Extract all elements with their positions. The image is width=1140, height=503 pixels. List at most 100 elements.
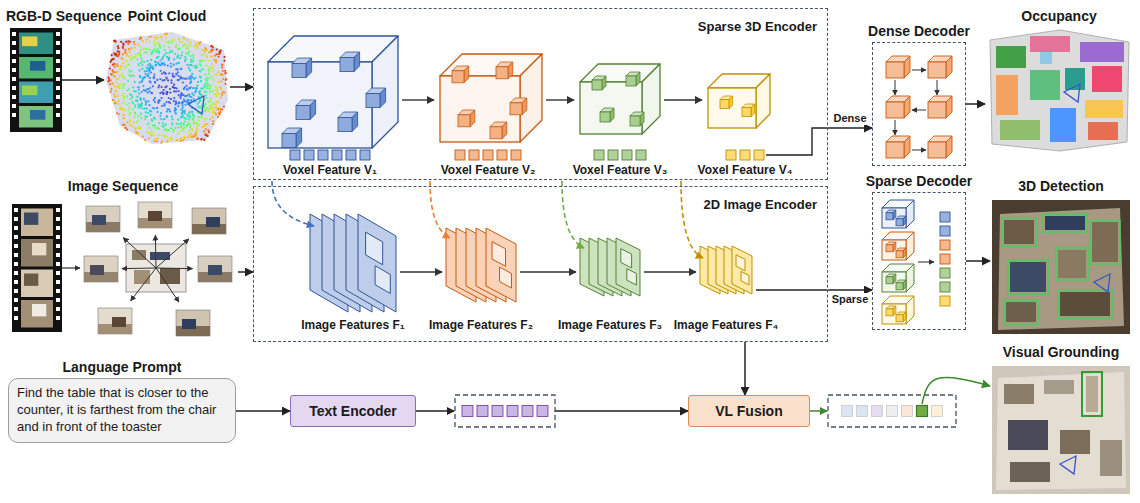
point-cloud-dot	[111, 73, 113, 75]
cube-face	[886, 213, 893, 220]
point-cloud-dot	[201, 49, 203, 51]
point-cloud-dot	[186, 125, 188, 127]
point-cloud-dot	[146, 75, 148, 77]
point-cloud-dot	[184, 43, 186, 45]
point-cloud-dot	[183, 127, 185, 129]
point-cloud-dot	[149, 49, 151, 51]
point-cloud-dot	[146, 48, 148, 50]
point-cloud-dot	[144, 76, 146, 78]
detection-object	[1004, 220, 1034, 244]
point-cloud-dot	[146, 70, 148, 72]
point-cloud-dot	[114, 96, 116, 98]
scene-furniture	[132, 250, 146, 260]
point-cloud-dot	[141, 68, 143, 70]
point-cloud-dot	[139, 97, 141, 99]
point-cloud-dot	[147, 64, 149, 66]
point-cloud-dot	[128, 64, 130, 66]
point-cloud-dot	[131, 101, 133, 103]
point-cloud-dot	[143, 98, 145, 100]
point-cloud-dot	[118, 77, 120, 79]
point-cloud-dot	[184, 104, 186, 106]
point-cloud-dot	[150, 92, 152, 94]
point-cloud-dot	[196, 47, 198, 49]
detection-object	[1010, 262, 1046, 292]
point-cloud-dot	[141, 102, 143, 104]
node-heading: RGB-D Sequence	[6, 8, 122, 25]
point-cloud-dot	[117, 65, 119, 67]
point-cloud-dot	[122, 72, 124, 74]
output-panel: Visual Grounding	[990, 364, 1132, 496]
point-cloud-dot	[133, 122, 135, 124]
point-cloud-dot	[162, 122, 164, 124]
fused-token	[872, 406, 883, 417]
point-cloud-dot	[209, 91, 211, 93]
point-cloud-dot	[136, 96, 138, 98]
point-cloud-dot	[172, 75, 174, 77]
sprocket-hole	[14, 280, 18, 284]
point-cloud-dot	[119, 87, 121, 89]
feature-region	[741, 271, 749, 285]
point-cloud-dot	[128, 56, 130, 58]
point-cloud-dot	[190, 81, 192, 83]
point-cloud-dot	[195, 90, 197, 92]
point-cloud-dot	[180, 97, 182, 99]
point-cloud-dot	[166, 110, 168, 112]
point-cloud-dot	[152, 85, 154, 87]
point-cloud-dot	[129, 94, 131, 96]
point-cloud-dot	[215, 89, 217, 91]
point-cloud-dot	[114, 66, 116, 68]
point-cloud-dot	[207, 129, 209, 131]
point-cloud-dot	[146, 108, 148, 110]
point-cloud-dot	[124, 127, 126, 129]
sprocket-hole	[56, 68, 60, 72]
point-cloud-dot	[121, 75, 123, 77]
point-cloud-dot	[161, 36, 163, 38]
point-cloud-dot	[201, 68, 203, 70]
point-cloud-dot	[170, 50, 172, 52]
cube-face	[708, 88, 756, 128]
point-cloud-dot	[203, 125, 205, 127]
film-frame-detail	[30, 61, 45, 71]
point-cloud-dot	[191, 128, 193, 130]
point-cloud-dot	[163, 45, 165, 47]
point-cloud-dot	[195, 131, 197, 133]
point-cloud-dot	[161, 105, 163, 107]
point-cloud-dot	[188, 135, 190, 137]
point-cloud-dot	[166, 77, 168, 79]
point-cloud-dot	[170, 62, 172, 64]
point-cloud-dot	[139, 70, 141, 72]
point-cloud-dot	[189, 129, 191, 131]
point-cloud-dot	[180, 140, 182, 142]
point-cloud-dot	[180, 126, 182, 128]
feature-map	[732, 246, 752, 294]
cube-face	[510, 103, 522, 115]
point-cloud-dot	[197, 138, 199, 140]
point-cloud-dot	[220, 50, 222, 52]
point-cloud-dot	[134, 116, 136, 118]
camera-icon	[1094, 274, 1110, 292]
film-frame-detail	[32, 304, 46, 316]
point-cloud-area	[106, 32, 228, 144]
point-cloud-dot	[153, 107, 155, 109]
fused-token	[917, 406, 928, 417]
feature-square	[622, 150, 632, 160]
point-cloud-dot	[144, 70, 146, 72]
point-cloud-dot	[156, 111, 158, 113]
point-cloud-dot	[171, 118, 173, 120]
point-cloud-dot	[174, 112, 176, 114]
point-cloud-dot	[119, 74, 121, 76]
connector-arrow	[966, 260, 990, 262]
sprocket-hole	[56, 235, 60, 239]
point-cloud-dot	[115, 90, 117, 92]
cube-face	[928, 102, 946, 118]
point-cloud-dot	[222, 91, 224, 93]
point-cloud-dot	[187, 48, 189, 50]
point-cloud-dot	[170, 66, 172, 68]
cube-face	[366, 94, 380, 108]
point-cloud-dot	[182, 81, 184, 83]
feature-label: Voxel Feature V₃	[573, 163, 668, 177]
point-cloud-dot	[124, 52, 126, 54]
bounding-box	[1002, 218, 1036, 246]
sprocket-hole	[56, 208, 60, 212]
point-cloud-dot	[205, 134, 207, 136]
